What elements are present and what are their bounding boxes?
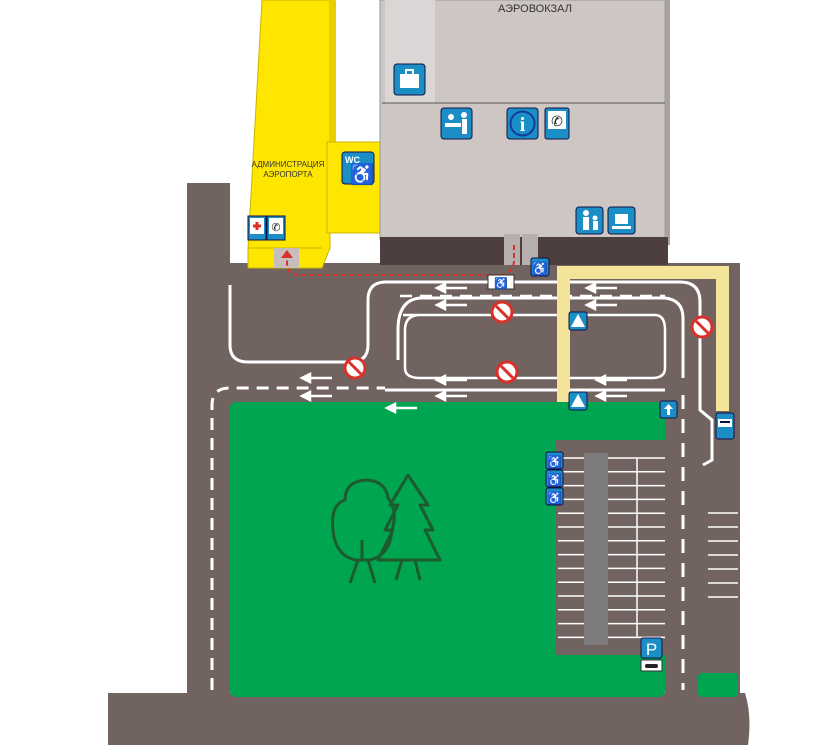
tactile-paving — [557, 266, 729, 411]
info-icon: i — [506, 107, 539, 140]
parking-lot — [556, 404, 665, 655]
pedestrian-crossing-icon — [568, 391, 588, 411]
svg-text:♿: ♿ — [350, 162, 375, 186]
svg-text:♿: ♿ — [532, 261, 548, 276]
cafe-icon — [607, 206, 636, 235]
arrow-left-icon — [434, 389, 467, 403]
svg-text:♿: ♿ — [547, 473, 562, 487]
arrow-left-icon — [299, 389, 332, 403]
no-entry-icon — [495, 360, 519, 384]
luggage-icon — [393, 63, 426, 96]
svg-text:♿: ♿ — [547, 455, 562, 469]
no-entry-icon — [490, 300, 514, 324]
route-arrow-icon — [281, 250, 293, 258]
no-entry-icon — [343, 356, 367, 380]
arrow-left-icon — [384, 401, 417, 415]
right-parking-lines — [708, 512, 738, 598]
terminal-door — [522, 234, 538, 265]
wheelchair-icon: ♿ — [530, 257, 550, 277]
arrow-left-icon — [584, 281, 617, 295]
accessible-route — [286, 245, 515, 276]
svg-text:i: i — [520, 114, 526, 136]
parking-icon: P — [640, 637, 663, 659]
wc-label: WC — [345, 155, 360, 165]
wheelchair-parking-marking: ♿ — [487, 274, 515, 290]
svg-text:✆: ✆ — [551, 113, 563, 129]
arrow-left-icon — [594, 389, 627, 403]
wheelchair-icon: ♿ — [545, 469, 564, 488]
arrow-left-icon — [584, 298, 617, 312]
terminal-door — [504, 234, 520, 265]
check-in-desk-icon — [440, 107, 473, 140]
phone-icon: ✆ — [266, 215, 286, 241]
one-way-icon — [659, 400, 678, 419]
first-aid-icon — [247, 215, 267, 241]
svg-text:♿: ♿ — [494, 277, 508, 290]
bus-stop-icon — [715, 412, 735, 440]
arrow-left-icon — [594, 373, 627, 387]
admin-label-line2: АЭРОПОРТА — [263, 170, 313, 179]
terminal-label: АЭРОВОКЗАЛ — [498, 3, 572, 15]
tree-icon — [331, 473, 442, 584]
car-icon — [640, 659, 663, 672]
no-entry-icon — [690, 315, 714, 339]
road-markings — [210, 280, 714, 690]
phone-icon: ✆ — [544, 107, 570, 140]
wc-wheelchair-icon: WC♿ — [341, 151, 375, 186]
svg-text:♿: ♿ — [547, 491, 562, 505]
arrow-left-icon — [434, 298, 467, 312]
arrow-left-icon — [299, 371, 332, 385]
svg-text:✆: ✆ — [271, 222, 280, 234]
direction-arrows — [299, 281, 627, 415]
arrow-left-icon — [434, 281, 467, 295]
wheelchair-icon: ♿ — [545, 451, 564, 470]
admin-label-line1: АДМИНИСТРАЦИЯ — [252, 160, 325, 169]
mother-child-room-icon — [575, 206, 604, 235]
wheelchair-icon: ♿ — [545, 487, 564, 506]
pedestrian-crossing-icon — [568, 311, 588, 331]
parking-label: P — [646, 640, 657, 659]
arrow-left-icon — [434, 373, 467, 387]
